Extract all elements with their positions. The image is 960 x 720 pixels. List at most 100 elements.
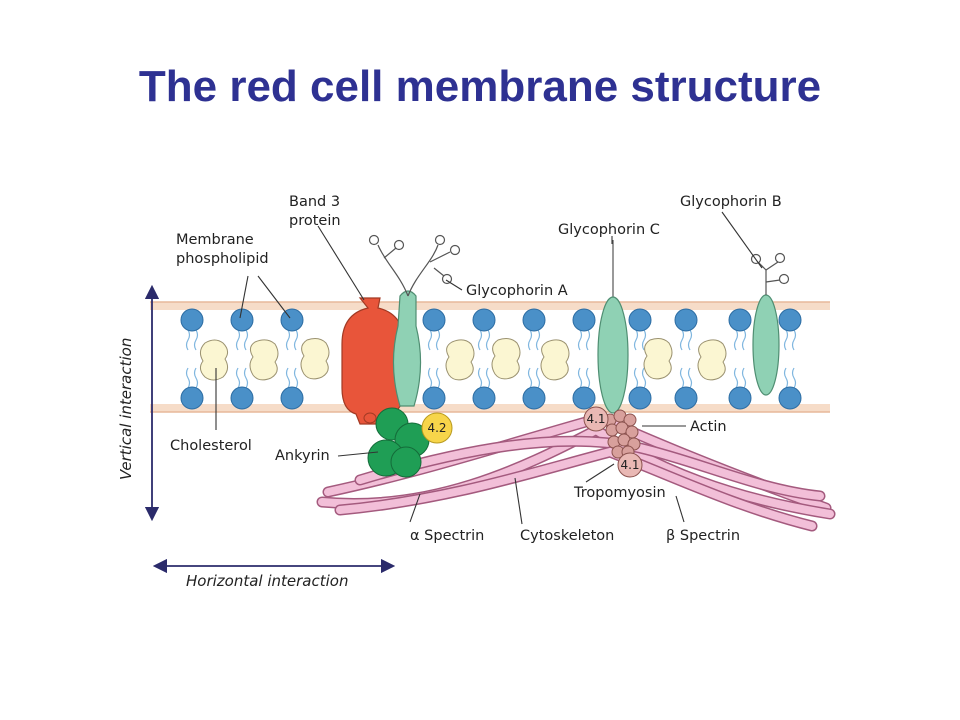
lipid-tail [235,329,241,351]
lipid-tail [235,367,241,389]
lipid-tail [243,367,249,389]
lipid-tail [585,367,591,389]
lipid-tail [733,329,739,351]
lipid-tail [427,367,433,389]
lipid-tail [783,329,789,351]
lipid-tail [633,367,639,389]
lipid-tail [485,367,491,389]
tropomyosin-label: Tropomyosin [573,485,666,501]
lipid-tail [687,329,693,351]
band3-label-line1: Band 3 [289,194,340,210]
lipid-head [522,308,546,332]
protein-4-2: 4.2 [421,412,453,444]
band3-label-line2: protein [289,213,341,229]
cytoskeleton-label: Cytoskeleton [520,528,614,544]
lipid-tail [633,329,639,351]
lipid-head [280,386,304,410]
lipid-tail [193,367,199,389]
glycophorin-a-label: Glycophorin A [466,283,568,299]
lipid-tail [527,367,533,389]
lipid-tail [427,329,433,351]
lipid-tail [477,367,483,389]
lipid-head [180,386,204,410]
lipid-head [728,386,752,410]
lipid-tail [285,329,291,351]
actin-label: Actin [690,419,727,435]
glycophorin-c-label: Glycophorin C [558,222,660,238]
lipid-tail [285,367,291,389]
cholesterol-molecule [491,338,521,380]
lipid-head [674,386,698,410]
lipid-tail [243,329,249,351]
cholesterol-molecule [540,339,570,381]
leader-lines [215,211,763,525]
protein-4-1-bottom-label: 4.1 [620,458,639,472]
cholesterol-molecule [300,338,330,380]
lipid-tail [741,329,747,351]
lipid-tails [185,329,797,389]
lipid-tail [535,367,541,389]
protein-4-1-top-label: 4.1 [586,412,605,426]
lipid-head [628,386,652,410]
lipid-head [778,308,802,332]
vertical-interaction-arrow: Vertical interaction [117,284,160,522]
lipid-tail [791,367,797,389]
membrane-phospholipid-label-line1: Membrane [176,232,254,248]
lipid-tail [641,367,647,389]
protein-4-1-top: 4.1 [583,406,609,432]
glycophorin-c [597,240,629,414]
lipid-head [728,308,752,332]
lipid-head [572,386,596,410]
lipid-tail [733,367,739,389]
lipid-tail [679,329,685,351]
page-title: The red cell membrane structure [138,62,822,111]
lipid-tail [791,329,797,351]
outer-membrane-band [150,302,830,310]
lipid-tail [577,367,583,389]
lipid-head [230,386,254,410]
glycophorin-a [368,234,461,407]
ankyrin [367,407,430,478]
lipid-tail [687,367,693,389]
horizontal-interaction-arrow: Horizontal interaction [152,558,396,590]
lipid-head [230,308,254,332]
lipid-head [628,308,652,332]
lipid-head [280,308,304,332]
lipid-head [422,386,446,410]
lipid-tail [193,329,199,351]
cholesterol-label: Cholesterol [170,438,252,454]
lipid-tail [535,329,541,351]
membrane-bilayer [150,301,830,413]
lipid-tail [485,329,491,351]
alpha-spectrin-label: α Spectrin [410,528,484,544]
cholesterol-molecule [445,339,475,381]
cholesterol-molecule [199,339,229,381]
lipid-tail [293,329,299,351]
lipid-head [422,308,446,332]
lipid-tail [435,367,441,389]
lipid-tail [185,367,191,389]
beta-spectrin-label: β Spectrin [666,528,740,544]
inner-membrane-band [150,404,830,412]
protein-4-2-label: 4.2 [427,421,446,435]
lipid-tail [527,329,533,351]
lipid-tail [435,329,441,351]
lipid-tail [185,329,191,351]
horizontal-interaction-label: Horizontal interaction [186,572,348,590]
lipid-tail [679,367,685,389]
lipid-tail [641,329,647,351]
glycophorin-b-label: Glycophorin B [680,194,782,210]
cholesterol-molecule [697,339,727,381]
lipid-tail [477,329,483,351]
ankyrin-label: Ankyrin [275,448,330,464]
cholesterol-molecule [249,339,279,381]
cholesterol-molecule [643,338,673,380]
membrane-phospholipid-label-line2: phospholipid [176,251,269,267]
lipid-tail [585,329,591,351]
lipid-tail [293,367,299,389]
lipid-head [472,386,496,410]
lipid-head [180,308,204,332]
actin-complex: 4.1 4.1 [583,406,643,478]
vertical-interaction-label: Vertical interaction [117,338,135,480]
